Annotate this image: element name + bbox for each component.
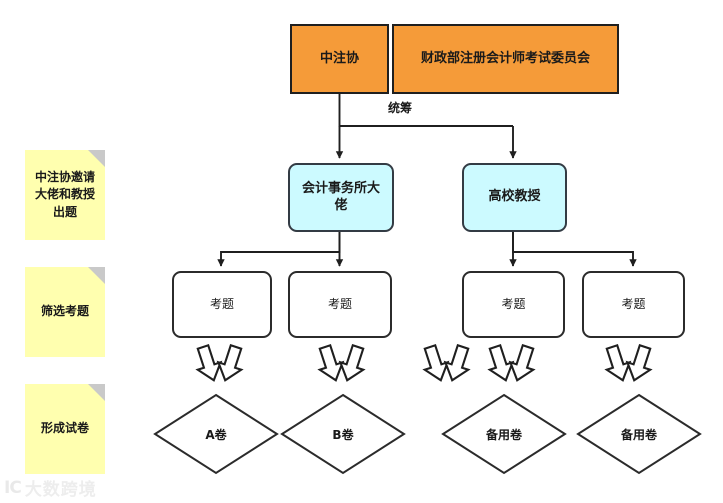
node-question-1[interactable]: 考题 (172, 271, 272, 338)
stage-note-1[interactable]: 中注协邀请大佬和教授出题 (25, 150, 105, 240)
stage-note-2[interactable]: 筛选考题 (25, 267, 105, 357)
block-arrow-right (338, 343, 366, 382)
edge-firm-q1 (217, 232, 341, 267)
page-fold-icon (88, 150, 105, 167)
node-cicpa-label: 中注协 (319, 50, 359, 66)
node-professor[interactable]: 高校教授 (462, 163, 567, 232)
node-question-4[interactable]: 考题 (582, 271, 685, 338)
edge-label-coordinate: 统筹 (388, 101, 413, 115)
stage-note-2-label: 筛选考题 (40, 304, 89, 319)
node-mof-board-label: 财政部注册会计师考试委员会 (420, 50, 590, 66)
node-question-3-label: 考题 (501, 297, 526, 311)
stage-note-3-label: 形成试卷 (40, 421, 89, 436)
page-fold-icon (88, 267, 105, 284)
watermark-logo-icon: IC (4, 477, 22, 498)
node-firm-expert[interactable]: 会计事务所大佬 (288, 163, 394, 232)
stage-note-1-label: 中注协邀请大佬和教授出题 (34, 169, 95, 219)
node-question-1-label: 考题 (209, 297, 234, 311)
node-question-3[interactable]: 考题 (462, 271, 565, 338)
diamond-paper-spare2 (576, 393, 702, 475)
node-mof-board[interactable]: 财政部注册会计师考试委员会 (392, 24, 619, 94)
node-cicpa[interactable]: 中注协 (290, 24, 389, 94)
node-firm-expert-label: 会计事务所大佬 (301, 181, 380, 213)
paper-diamonds (153, 393, 702, 475)
label-paper-spare2: 备用卷 (620, 427, 657, 442)
label-paper-b: B卷 (332, 427, 354, 442)
edge-professor-q4 (512, 232, 637, 267)
label-paper-a: A卷 (205, 427, 227, 442)
node-professor-label: 高校教授 (488, 189, 541, 205)
block-arrow-right (625, 343, 653, 382)
watermark: IC 大数跨境 (4, 475, 97, 501)
stage-note-3[interactable]: 形成试卷 (25, 384, 105, 474)
block-arrow-right (508, 343, 536, 382)
diamond-paper-a (153, 393, 279, 475)
block-arrow-left (487, 343, 515, 382)
node-question-2[interactable]: 考题 (288, 271, 392, 338)
watermark-text: 大数跨境 (24, 480, 97, 500)
edge-cicpa-bus (338, 94, 513, 127)
node-question-2-label: 考题 (327, 297, 352, 311)
block-arrow-left (422, 343, 450, 382)
diamond-paper-b (280, 393, 406, 475)
diamond-paper-spare (441, 393, 567, 475)
block-arrow-right (216, 343, 244, 382)
block-arrow-left (195, 343, 223, 382)
page-fold-icon (88, 384, 105, 401)
label-paper-spare: 备用卷 (485, 427, 522, 442)
node-question-4-label: 考题 (621, 297, 646, 311)
block-arrow-left (604, 343, 632, 382)
block-arrow-right (443, 343, 471, 382)
block-arrow-left (317, 343, 345, 382)
